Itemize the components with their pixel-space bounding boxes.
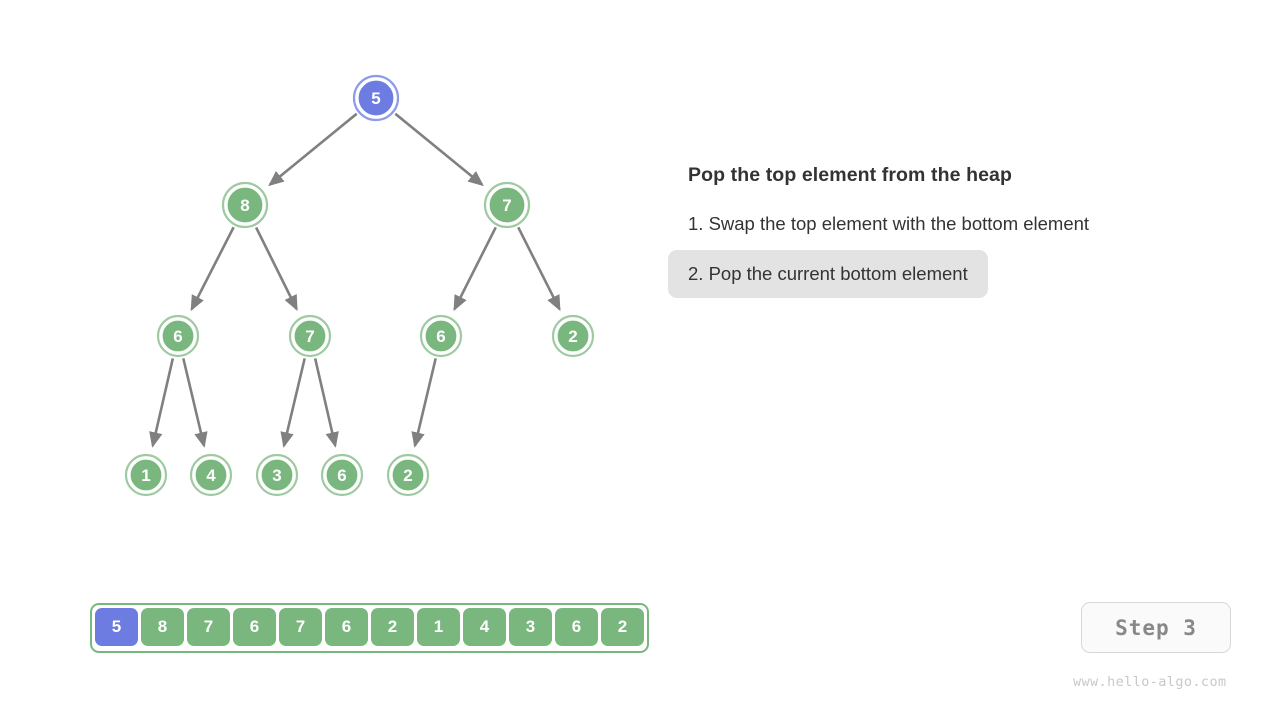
tree-node: 6: [320, 453, 364, 497]
tree-node-fill: [160, 318, 196, 354]
tree-node: 2: [551, 314, 595, 358]
tree-node-label: 8: [240, 196, 249, 215]
tree-node-fill: [356, 78, 396, 118]
tree-node-ring: [551, 314, 595, 358]
tree-node-label: 6: [436, 327, 445, 346]
tree-node: 7: [483, 181, 531, 229]
tree-node-ring: [288, 314, 332, 358]
tree-node-label: 3: [272, 466, 281, 485]
tree-node-label: 7: [502, 196, 511, 215]
tree-node-label: 1: [141, 466, 150, 485]
instruction-step-2[interactable]: 2. Pop the current bottom element: [668, 250, 988, 298]
tree-node-ring: [386, 453, 430, 497]
array-cell: 5: [95, 608, 138, 646]
tree-node-ring: [255, 453, 299, 497]
tree-edge: [453, 226, 497, 312]
tree-edge: [280, 358, 306, 448]
tree-node: 2: [386, 453, 430, 497]
tree-node-ring: [221, 181, 269, 229]
tree-edge: [517, 226, 561, 312]
tree-node-label: 6: [337, 466, 346, 485]
array-cell: 7: [187, 608, 230, 646]
tree-node-label: 2: [403, 466, 412, 485]
tree-node-ring: [124, 453, 168, 497]
tree-node: 6: [419, 314, 463, 358]
tree-node-ring: [419, 314, 463, 358]
tree-edge: [394, 112, 484, 187]
tree-node: 3: [255, 453, 299, 497]
tree-node-fill: [487, 185, 527, 225]
tree-node-fill: [292, 318, 328, 354]
tree-edge: [268, 112, 358, 187]
instruction-step-1[interactable]: 1. Swap the top element with the bottom …: [688, 213, 1090, 234]
tree-node-group: 5 8 7 6 7 6 2 1 4 3 6 2: [124, 74, 595, 497]
instruction-step-row: 2. Pop the current bottom element: [668, 248, 1268, 298]
array-cell: 4: [463, 608, 506, 646]
tree-node-ring: [483, 181, 531, 229]
tree-node-label: 2: [568, 327, 577, 346]
tree-edge: [190, 226, 235, 312]
array-cell: 6: [325, 608, 368, 646]
tree-node: 5: [352, 74, 400, 122]
tree-edge: [149, 358, 175, 448]
heap-tree-diagram: 5 8 7 6 7 6 2 1 4 3 6 2: [124, 74, 595, 497]
instruction-step-row: 1. Swap the top element with the bottom …: [668, 198, 1268, 248]
tree-node: 7: [288, 314, 332, 358]
tree-edge: [182, 358, 208, 448]
tree-edge-group: [149, 112, 561, 448]
instruction-step-list: 1. Swap the top element with the bottom …: [668, 198, 1268, 298]
array-cell: 8: [141, 608, 184, 646]
tree-node-ring: [320, 453, 364, 497]
tree-node-fill: [390, 457, 426, 493]
tree-node: 8: [221, 181, 269, 229]
tree-node-label: 4: [206, 466, 216, 485]
tree-node-fill: [128, 457, 164, 493]
tree-edge: [411, 358, 437, 448]
tree-node-label: 5: [371, 89, 380, 108]
tree-node-label: 6: [173, 327, 182, 346]
tree-node-label: 7: [305, 327, 314, 346]
array-cell: 1: [417, 608, 460, 646]
array-cell: 6: [233, 608, 276, 646]
tree-node-fill: [555, 318, 591, 354]
tree-node-fill: [259, 457, 295, 493]
array-cell: 2: [371, 608, 414, 646]
tree-node: 1: [124, 453, 168, 497]
tree-node-ring: [352, 74, 400, 122]
step-badge: Step 3: [1081, 602, 1231, 653]
tree-node-fill: [423, 318, 459, 354]
array-cell: 6: [555, 608, 598, 646]
watermark: www.hello-algo.com: [1073, 674, 1227, 690]
tree-edge: [254, 226, 298, 311]
tree-node-ring: [189, 453, 233, 497]
tree-node-fill: [225, 185, 265, 225]
tree-node: 4: [189, 453, 233, 497]
tree-node: 6: [156, 314, 200, 358]
instruction-panel: Pop the top element from the heap 1. Swa…: [668, 160, 1268, 298]
tree-node-ring: [156, 314, 200, 358]
tree-node-fill: [324, 457, 360, 493]
page-title: Pop the top element from the heap: [688, 164, 1012, 186]
tree-edge: [313, 358, 339, 448]
tree-node-fill: [193, 457, 229, 493]
array-cell: 7: [279, 608, 322, 646]
array-cell: 2: [601, 608, 644, 646]
array-cell: 3: [509, 608, 552, 646]
